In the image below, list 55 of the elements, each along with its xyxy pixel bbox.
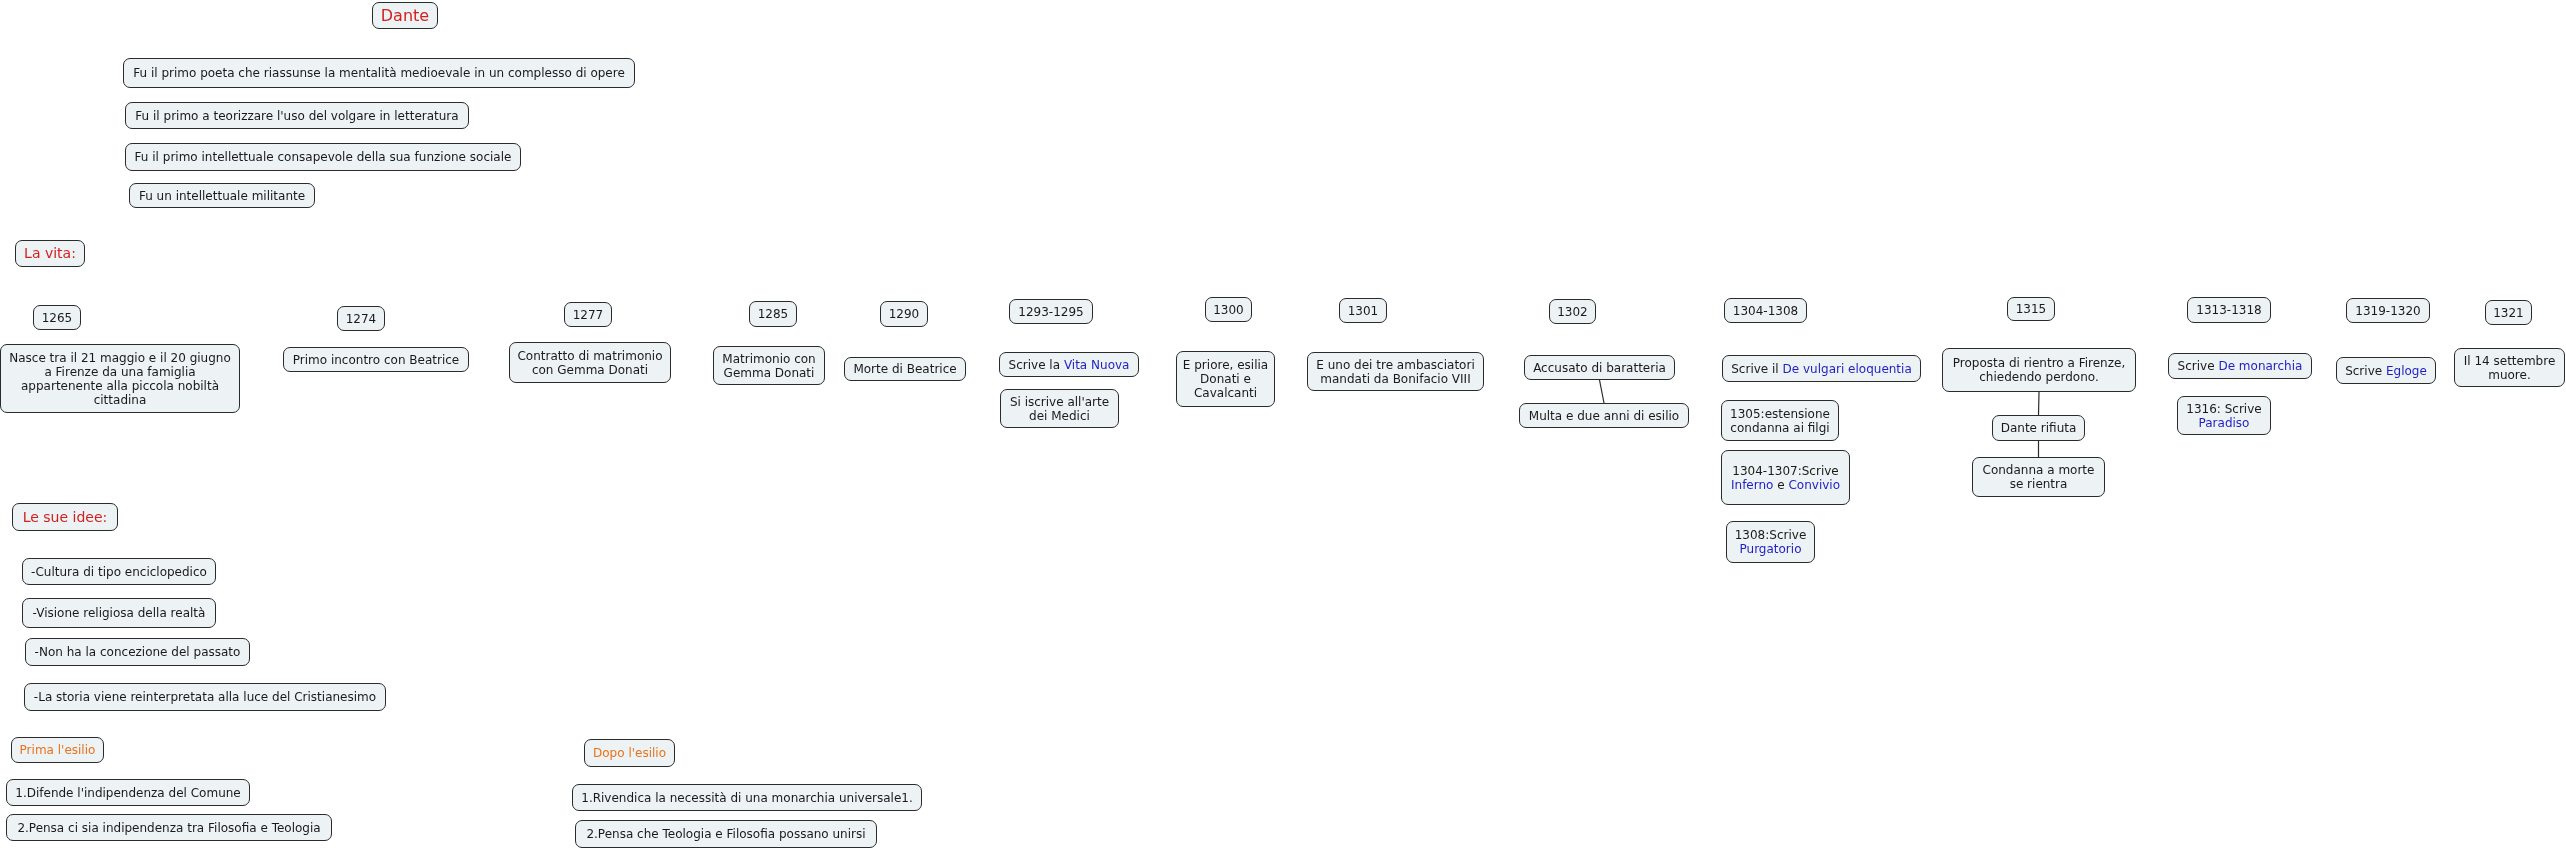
date-box: 1302 [1549, 299, 1596, 324]
event-box: Si iscrive all'arte dei Medici [1000, 389, 1119, 428]
event-box: 1304-1307:Scrive Inferno e Convivio [1721, 450, 1850, 505]
connector-line [1598, 379, 1605, 404]
event-box: Proposta di rientro a Firenze, chiedendo perdono. [1942, 348, 2136, 392]
event-box: E uno dei tre ambasciatori mandati da Bonifacio VIII [1307, 352, 1484, 391]
date-box: 1300 [1205, 297, 1252, 322]
date-box: 1301 [1339, 298, 1387, 323]
statement-box: Fu un intellettuale militante [129, 183, 315, 208]
idea-box: -Cultura di tipo enciclopedico [22, 558, 216, 585]
date-box: 1304-1308 [1724, 298, 1807, 323]
event-box: Multa e due anni di esilio [1519, 403, 1689, 428]
event-box: Condanna a morte se rientra [1972, 457, 2105, 497]
date-box: 1285 [749, 301, 797, 327]
event-box: Scrive Egloge [2336, 357, 2436, 384]
date-box: 1265 [33, 305, 81, 330]
date-box: 1274 [337, 306, 385, 331]
date-box: 1319-1320 [2346, 298, 2430, 323]
event-box: 1308:Scrive Purgatorio [1726, 521, 1815, 563]
event-box: E priore, esilia Donati e Cavalcanti [1176, 351, 1275, 407]
date-box: 1313-1318 [2187, 297, 2271, 323]
event-box: Dante rifiuta [1992, 415, 2085, 441]
event-box: Contratto di matrimonio con Gemma Donati [509, 342, 671, 383]
date-box: 1321 [2485, 300, 2532, 325]
point-box: 2.Pensa ci sia indipendenza tra Filosofia e Teologia [6, 814, 332, 841]
subheading-box: Dopo l'esilio [584, 739, 675, 767]
date-box: 1290 [880, 301, 928, 327]
date-box: 1315 [2007, 297, 2055, 321]
event-box: 1305:estensione condanna ai filgi [1721, 400, 1839, 441]
heading-box: Le sue idee: [12, 503, 118, 531]
event-box: Morte di Beatrice [844, 357, 966, 381]
point-box: 2.Pensa che Teologia e Filosofia possano unirsi [575, 820, 877, 848]
event-box: Accusato di baratteria [1524, 355, 1675, 380]
event-box: 1316: Scrive Paradiso [2177, 396, 2271, 435]
event-box: Il 14 settembre muore. [2454, 348, 2565, 387]
event-box: Nasce tra il 21 maggio e il 20 giugno a Firenze da una famiglia appartenente alla piccola nobiltà cittadina [0, 344, 240, 413]
idea-box: -La storia viene reinterpretata alla luce del Cristianesimo [24, 683, 386, 711]
event-box: Scrive De monarchia [2168, 353, 2312, 379]
idea-box: -Non ha la concezione del passato [25, 638, 250, 666]
event-box: Scrive la Vita Nuova [999, 352, 1139, 377]
point-box: 1.Difende l'indipendenza del Comune [6, 779, 250, 806]
event-box: Matrimonio con Gemma Donati [713, 346, 825, 385]
date-box: 1293-1295 [1009, 299, 1093, 324]
title-box: Dante [372, 2, 438, 29]
statement-box: Fu il primo a teorizzare l'uso del volgare in letteratura [125, 102, 469, 129]
event-box: Scrive il De vulgari eloquentia [1722, 355, 1921, 382]
point-box: 1.Rivendica la necessità di una monarchia universale1. [572, 784, 922, 811]
statement-box: Fu il primo intellettuale consapevole della sua funzione sociale [125, 143, 521, 171]
statement-box: Fu il primo poeta che riassunse la mentalità medioevale in un complesso di opere [123, 58, 635, 88]
subheading-box: Prima l'esilio [11, 737, 104, 763]
connector-line [2037, 391, 2040, 416]
event-box: Primo incontro con Beatrice [283, 347, 469, 372]
date-box: 1277 [564, 302, 612, 327]
idea-box: -Visione religiosa della realtà [22, 598, 216, 628]
heading-box: La vita: [15, 240, 85, 267]
